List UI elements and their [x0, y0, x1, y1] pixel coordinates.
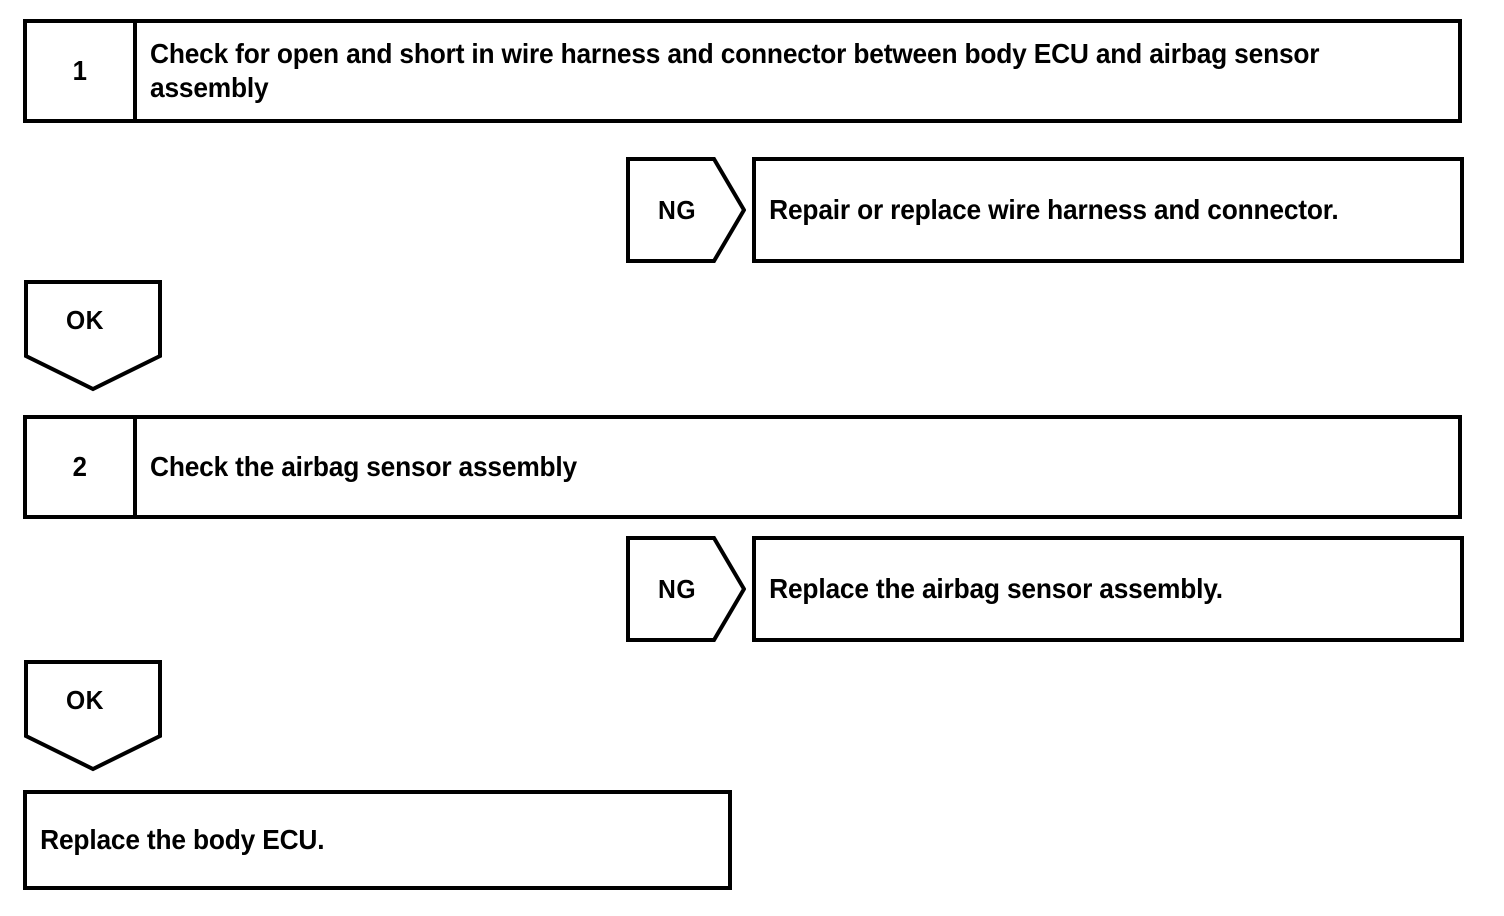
ok-arrow-1-shape — [24, 280, 162, 392]
step-2-text: Check the airbag sensor assembly — [150, 451, 577, 483]
ng-arrow-2-shape — [626, 536, 746, 642]
step-2-number: 2 — [72, 451, 88, 482]
ng-arrow-1-label: NG — [658, 195, 696, 225]
ng-arrow-2-label: NG — [658, 574, 696, 604]
step-1-text-cell: Check for open and short in wire harness… — [137, 23, 1458, 119]
step-2-text-cell: Check the airbag sensor assembly — [137, 419, 1458, 515]
ok-arrow-2-label: OK — [66, 685, 104, 715]
step-2-number-cell: 2 — [27, 419, 137, 515]
ok-arrow-1-label: OK — [66, 305, 104, 335]
step-box-2[interactable]: 2 Check the airbag sensor assembly — [23, 415, 1462, 519]
ng-result-2-text: Replace the airbag sensor assembly. — [769, 573, 1223, 604]
ok-arrow-2-shape — [24, 660, 162, 772]
step-1-number: 1 — [72, 55, 88, 86]
step-1-text: Check for open and short in wire harness… — [150, 38, 1320, 103]
step-1-number-cell: 1 — [27, 23, 137, 119]
ng-result-box-1[interactable]: Repair or replace wire harness and conne… — [752, 157, 1464, 263]
final-result-box[interactable]: Replace the body ECU. — [23, 790, 732, 890]
ng-arrow-1: NG — [626, 157, 746, 263]
step-box-1[interactable]: 1 Check for open and short in wire harne… — [23, 19, 1462, 123]
ok-arrow-1: OK — [24, 280, 164, 392]
ok-arrow-2: OK — [24, 660, 164, 772]
ng-result-1-text: Repair or replace wire harness and conne… — [769, 194, 1339, 225]
ng-arrow-2: NG — [626, 536, 746, 642]
final-result-text: Replace the body ECU. — [40, 824, 325, 855]
ng-arrow-1-shape — [626, 157, 746, 263]
ng-result-box-2[interactable]: Replace the airbag sensor assembly. — [752, 536, 1464, 642]
